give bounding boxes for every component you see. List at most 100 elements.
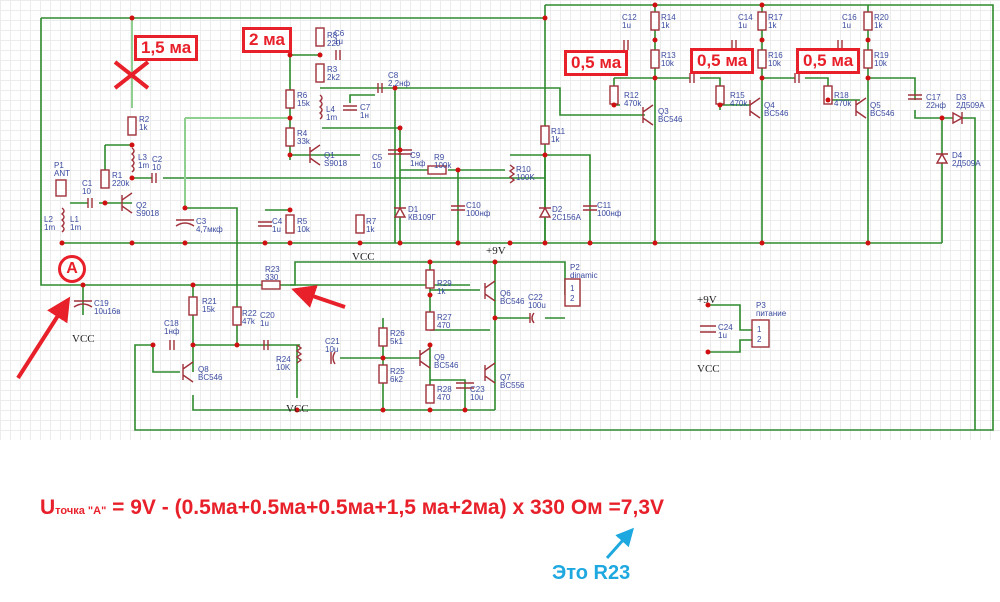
label-r1-value: 220k	[112, 179, 130, 188]
junction-dot	[759, 37, 765, 43]
junction-dot	[652, 2, 658, 8]
label-r23-ref: R23	[265, 265, 280, 274]
inductor-L4	[318, 94, 323, 120]
resistor-R15[interactable]	[715, 85, 725, 105]
junction-dot	[759, 75, 765, 81]
label-r6-value: 15k	[297, 99, 311, 108]
label-c3-value: 4,7мкф	[196, 225, 223, 234]
resistor-R8[interactable]	[315, 27, 325, 47]
resistor-R5[interactable]	[285, 214, 295, 234]
label-r14-ref: R14	[661, 13, 676, 22]
label-r8-value: 220	[327, 39, 341, 48]
label-r15-ref: R15	[730, 91, 745, 100]
resistor-R21[interactable]	[188, 296, 198, 316]
label-p3-value: питание	[756, 309, 787, 318]
label-c23-value: 10u	[470, 393, 483, 402]
junction-dot	[80, 282, 86, 288]
junction-dot	[759, 2, 765, 8]
resistor-R14[interactable]	[650, 11, 660, 31]
resistor-R22[interactable]	[232, 306, 242, 326]
junction-dot	[287, 152, 293, 158]
resistor-R25[interactable]	[378, 364, 388, 384]
resistor-R20[interactable]	[863, 11, 873, 31]
supply-vcc: VCC	[286, 403, 309, 415]
junction-dot	[717, 102, 723, 108]
potentiometer-R24[interactable]	[295, 344, 303, 364]
capacitors	[73, 40, 922, 389]
resistor-R6[interactable]	[285, 89, 295, 109]
junction-dot	[611, 102, 617, 108]
annotation-arrows	[16, 60, 634, 559]
resistor-R28[interactable]	[425, 384, 435, 404]
junction-dot	[939, 115, 945, 121]
resistor-R3[interactable]	[315, 63, 325, 83]
junction-dot	[129, 240, 135, 246]
capacitor-C12	[623, 40, 629, 50]
inductors	[60, 94, 323, 233]
resistor-R4[interactable]	[285, 127, 295, 147]
junction-dot	[380, 355, 386, 361]
label-c5-value: 10	[372, 161, 381, 170]
label-c9-value: 1нф	[410, 159, 426, 168]
connector-pin-label: 1	[570, 284, 575, 293]
label-c6-ref: C6	[334, 29, 345, 38]
supply-plus9v: +9V	[697, 294, 717, 306]
resistor-R2[interactable]	[127, 116, 137, 136]
connector-pin-label: 1	[757, 325, 762, 334]
label-c7-value: 1н	[360, 111, 369, 120]
resistor-R7[interactable]	[355, 214, 365, 234]
resistor-R29[interactable]	[425, 269, 435, 289]
junction-dot	[455, 240, 461, 246]
transistor-Q4	[749, 97, 761, 119]
label-r16-ref: R16	[768, 51, 783, 60]
resistor-R1[interactable]	[100, 169, 110, 189]
label-r29-value: 1k	[437, 287, 446, 296]
junction-dot	[652, 75, 658, 81]
junction-dot	[825, 97, 831, 103]
label-l2-ref: L2	[44, 215, 53, 224]
capacitor-C24	[700, 325, 716, 333]
resistor-R17[interactable]	[757, 11, 767, 31]
label-r9-ref: R9	[434, 153, 445, 162]
label-c22-value: 100u	[528, 301, 546, 310]
label-r4-value: 33k	[297, 137, 311, 146]
resistor-R13[interactable]	[650, 49, 660, 69]
label-r5-ref: R5	[297, 217, 308, 226]
label-c16-value: 1u	[842, 21, 851, 30]
capacitor-C20	[263, 340, 269, 350]
resistor-R26[interactable]	[378, 327, 388, 347]
junction-dot	[759, 240, 765, 246]
arrow-note-icon	[605, 527, 634, 559]
resistor-R12[interactable]	[609, 85, 619, 105]
label-c20-ref: C20	[260, 311, 275, 320]
label-q4-ref: Q4	[764, 101, 775, 110]
potentiometer-R10[interactable]	[508, 164, 516, 184]
transistor-Q6	[484, 280, 496, 302]
resistor-R27[interactable]	[425, 311, 435, 331]
junction-dot	[397, 240, 403, 246]
junction-dot	[102, 200, 108, 206]
label-c24-ref: C24	[718, 323, 733, 332]
label-l3-value: 1m	[138, 161, 149, 170]
label-r14-value: 1k	[661, 21, 670, 30]
resistor-R19[interactable]	[863, 49, 873, 69]
label-c17-ref: C17	[926, 93, 941, 102]
resistor-R18[interactable]	[823, 85, 833, 105]
capacitor-C21	[330, 351, 336, 365]
junction-dot	[287, 240, 293, 246]
junction-dot	[542, 152, 548, 158]
transistor-Q2	[121, 192, 133, 214]
resistor-R16[interactable]	[757, 49, 767, 69]
resistor-R9[interactable]	[427, 165, 447, 175]
label-p3-ref: P3	[756, 301, 766, 310]
label-l1-ref: L1	[70, 215, 79, 224]
transistor-Q1	[309, 144, 321, 166]
label-q2-ref: Q2	[136, 201, 147, 210]
arrow-point-a-icon	[16, 296, 71, 380]
connector-P3	[751, 319, 770, 348]
resistor-R11[interactable]	[540, 125, 550, 145]
resistor-R23[interactable]	[261, 280, 281, 290]
capacitor-C8	[377, 83, 383, 93]
junction-dot	[865, 75, 871, 81]
